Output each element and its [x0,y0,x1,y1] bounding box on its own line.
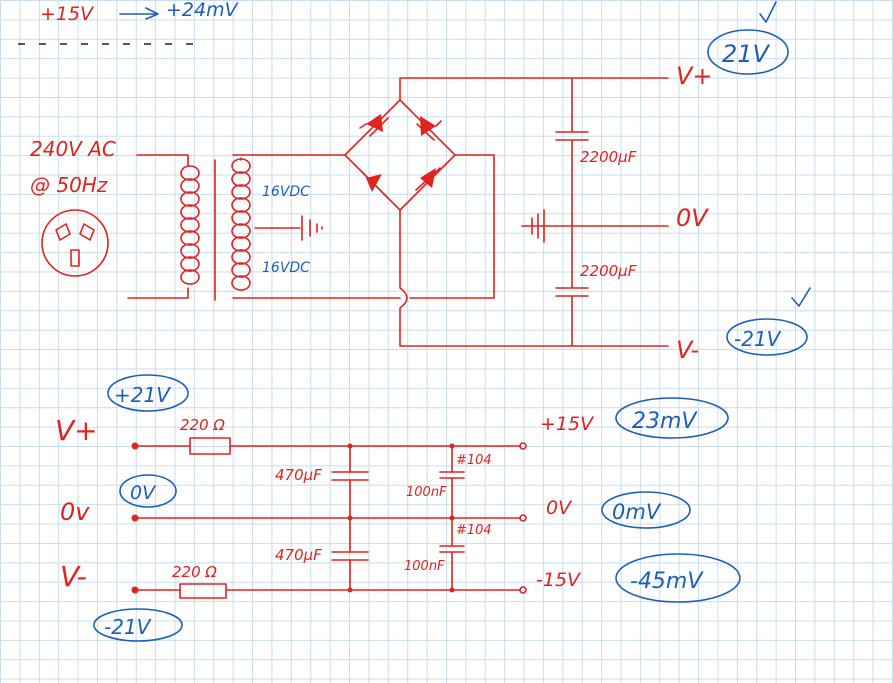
out-pos-label: +15V [540,413,595,435]
rail-neg-label: V- [676,336,699,364]
power-supply: 240V AC @ 50Hz 16VDC 16VDC [30,1,811,364]
svg-text:+21V: +21V [114,383,171,407]
svg-text:23mV: 23mV [632,409,698,434]
bridge-rectifier [344,99,456,211]
out-zero-label: 0V [546,497,573,519]
in-pos-label: V+ [55,414,98,447]
svg-text:220 Ω: 220 Ω [172,563,217,581]
frequency-label: @ 50Hz [30,173,108,197]
check-mark-icon [791,287,811,307]
svg-text:0mV: 0mV [612,500,662,524]
capacitor-100-bottom [439,517,465,591]
diode-icon [416,116,442,141]
svg-text:21V: 21V [722,40,771,68]
primary-coil [180,165,200,285]
diode-icon [415,167,441,191]
cap-bottom-label: 2200µF [580,262,637,280]
top-note-from: +15V [40,3,95,25]
capacitor-2200-top [555,77,589,227]
secondary-top-label: 16VDC [262,184,310,200]
measurement-in-neg: -21V [93,608,183,642]
centre-tap-ground [254,215,323,241]
capacitor-470-bottom [331,517,369,591]
top-note-to: +24mV [166,0,240,21]
measurement-in-zero: 0V [119,474,177,508]
capacitor-470-top [331,445,369,519]
code-bottom-label: #104 [456,523,492,538]
capacitor-2200-bottom [555,225,589,347]
zero-rail-wire [521,209,669,243]
secondary-bottom-label: 16VDC [262,260,310,276]
primary-wires [127,154,189,299]
rail-pos-label: V+ [676,62,713,90]
measurement-vminus: -21V [726,287,811,356]
cap-470-top-label: 470µF [275,466,322,484]
resistor-bottom: 220 Ω [172,563,227,599]
measurement-out-pos: 23mV [615,397,729,439]
secondary-coil [231,158,251,291]
svg-text:220 Ω: 220 Ω [180,416,225,434]
output-filter: V+ 0v V- +21V 0V -21V 220 Ω [55,374,741,642]
svg-text:0V: 0V [130,482,157,504]
top-note-arrow [119,7,159,20]
check-mark-icon [759,1,777,23]
diode-icon [359,169,389,199]
cap-100-top-label: 100nF [406,485,447,500]
capacitor-100-top [439,445,465,519]
measurement-out-zero: 0mV [601,491,691,529]
cap-470-bottom-label: 470µF [275,546,322,564]
rail-zero-label: 0V [676,204,709,232]
measurement-in-pos: +21V [107,374,189,412]
svg-text:-21V: -21V [734,327,782,351]
svg-text:-45mV: -45mV [630,569,704,594]
svg-text:-21V: -21V [104,615,152,639]
measurement-vplus: 21V [707,1,789,75]
mains-outlet-icon [41,209,109,277]
input-voltage-label: 240V AC [30,137,116,161]
in-zero-label: 0v [60,498,90,526]
diode-icon [359,114,389,137]
measurement-out-neg: -45mV [615,553,741,603]
code-top-label: #104 [456,453,492,468]
secondary-wires [232,154,401,299]
top-note: +15V +24mV [18,0,240,45]
resistor-top: 220 Ω [180,416,231,455]
cap-top-label: 2200µF [580,148,637,166]
out-neg-label: -15V [536,569,582,591]
cap-100-bottom-label: 100nF [404,559,445,574]
in-neg-label: V- [60,560,87,593]
bridge-wires [399,77,669,347]
